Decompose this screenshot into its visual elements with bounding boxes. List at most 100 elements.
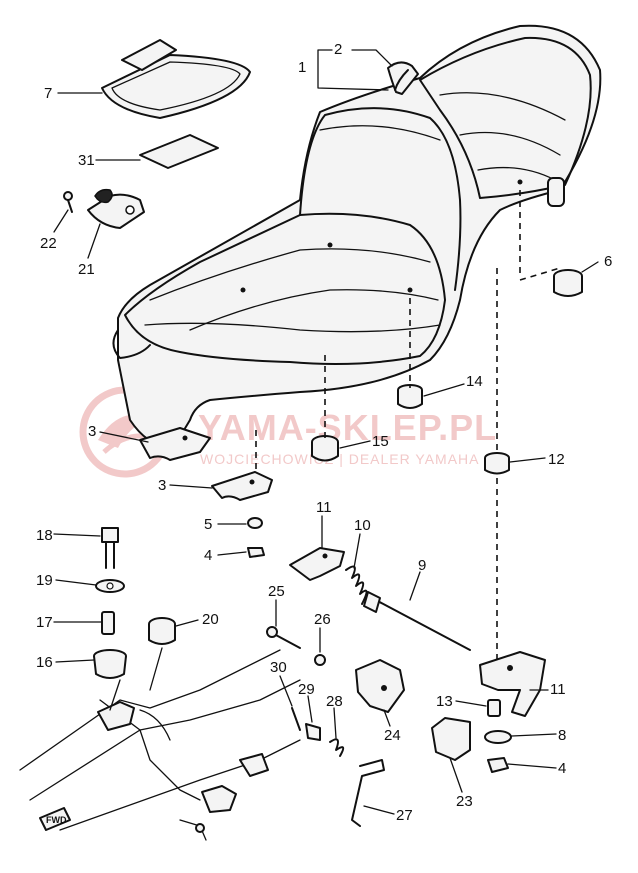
bolt-18 [101,527,119,569]
seat-hump-seam [319,125,441,141]
rod-9 [363,591,471,651]
callout-8: 8 [558,727,566,744]
tray-tab [121,39,177,71]
callout-3b: 3 [158,477,166,494]
callout-1: 1 [298,59,306,76]
callout-23: 23 [456,793,473,810]
watermark-brand: YAMA-SKLEP.PL [198,407,497,448]
bracket-11-lower-hole [507,665,513,671]
latch-24 [355,659,405,713]
seat-lock-23 [431,717,471,761]
bracket-11-hole [322,553,328,559]
leader-15 [339,440,371,449]
dash-6 [519,267,561,281]
bolt-18-shank [105,541,115,569]
callout-7: 7 [44,85,52,102]
washer-8 [484,730,512,744]
damper-14-side [397,390,423,409]
screw-22-shank [67,199,73,213]
leader-22 [53,209,69,233]
callout-3a: 3 [88,423,96,440]
bolt-25-shank [273,633,301,649]
callout-27: 27 [396,807,413,824]
tray-part [101,39,251,119]
callout-26: 26 [314,611,331,628]
callout-19: 19 [36,572,53,589]
pin-30 [291,707,301,731]
leader-28 [333,707,337,739]
seat-rivet [407,287,413,293]
damper-6 [553,269,583,297]
washer-19-hole [106,582,114,590]
washer-4-upper [247,547,265,558]
collar-13 [487,699,501,717]
seat-stitch-3 [144,322,441,333]
bracket-3-upper [139,427,211,461]
lock-spring [94,188,113,204]
frame-mount-right [239,753,269,777]
callout-16: 16 [36,654,53,671]
bracket-3-hole [249,479,255,485]
leader-21 [87,223,101,259]
seat-rivet [327,242,333,248]
cable-27 [351,759,385,827]
bracket-3-hole [182,435,188,441]
fwd-tag: FWD [39,807,71,831]
watermark-tagline: WOJCIECHOWICZ | DEALER YAMAHA [200,451,479,467]
fwd-arrow-icon [39,807,71,831]
callout-30: 30 [270,659,287,676]
callout-20: 20 [202,611,219,628]
leader-27 [363,805,395,815]
leader-14 [423,383,465,397]
frame-line-5 [139,709,171,741]
seat-pass-seam-3 [477,166,556,181]
callout-29: 29 [298,681,315,698]
callout-25: 25 [268,583,285,600]
leader-3a [99,431,149,443]
leader-10 [353,533,361,569]
frame-mount-left [97,701,135,731]
spring-28 [329,738,345,757]
damper-6-side [553,276,583,297]
frame-line-1 [19,649,281,771]
callout-4b: 4 [558,760,566,777]
leader-9 [409,571,421,601]
nut-26 [314,654,326,666]
seat-nose [112,329,151,359]
rod-9-shaft [371,597,471,651]
seat-rivet [517,179,523,185]
seat-body [117,24,602,447]
seat-side-knob [547,177,565,207]
bracket-11-lower [479,651,546,717]
damper-15 [311,435,339,462]
leader-4b [507,763,557,769]
seat-hump [299,107,462,291]
nut-4-lower [487,757,509,773]
callout-13: 13 [436,693,453,710]
frame-bolt [195,823,205,833]
bolt-18-head [101,527,119,543]
leader-30 [279,675,293,707]
seat-pass-seam-1 [439,92,566,121]
leader-4a [217,551,247,556]
callout-28: 28 [326,693,343,710]
decal-plate [139,134,219,169]
callout-21: 21 [78,261,95,278]
damper-15-side [311,442,339,462]
damper-20-side [148,624,176,645]
lock-bracket-body [87,193,145,229]
seat-rider-pad [124,212,446,365]
callout-17: 17 [36,614,53,631]
leader-29 [307,695,313,723]
callout-14: 14 [466,373,483,390]
leader-6 [581,261,599,273]
leader-16 [55,659,95,663]
callout-2: 2 [334,41,342,58]
damper-12-side [484,458,510,475]
callout-31: 31 [78,152,95,169]
callout-18: 18 [36,527,53,544]
frame-line-2 [29,679,301,801]
leader-13 [455,700,487,707]
nut-5 [247,517,263,529]
lock-bracket [63,188,145,229]
